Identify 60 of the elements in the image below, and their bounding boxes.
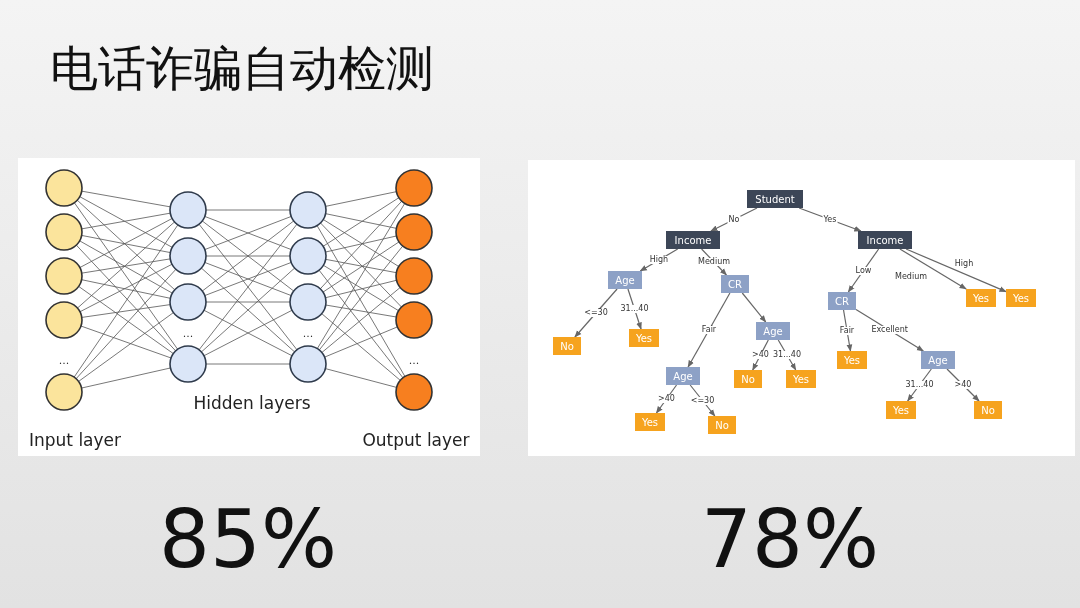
decision-node: Age: [608, 271, 642, 289]
accuracy-value: 78%: [701, 500, 879, 580]
decision-node: Income: [666, 231, 720, 249]
edge-label: Yes: [822, 215, 838, 224]
edge-label: 31...40: [772, 351, 802, 359]
leaf-node: Yes: [966, 289, 996, 307]
edge-label: High: [953, 260, 975, 269]
edge-label: High: [648, 256, 670, 264]
arrow: [741, 292, 767, 323]
slide-title: 电话诈骗自动检测: [50, 42, 434, 95]
layer-label: Hidden layers: [193, 394, 311, 412]
leaf-node: Yes: [635, 413, 665, 431]
decision-node: Age: [756, 322, 790, 340]
edge-label: 31...40: [619, 305, 650, 313]
layer-label: Input layer: [28, 431, 122, 449]
edge-label: Low: [854, 266, 873, 275]
leaf-node: No: [553, 337, 581, 355]
arrow: [899, 248, 967, 290]
arrow: [687, 292, 731, 368]
layer-label: Output layer: [362, 431, 470, 449]
edge-label: >40: [751, 351, 770, 359]
leaf-node: No: [734, 370, 762, 388]
edge-label: No: [727, 215, 741, 224]
leaf-node: Yes: [786, 370, 816, 388]
leaf-node: Yes: [886, 401, 916, 419]
edge-label: 31...40: [904, 381, 935, 389]
arrow: [842, 309, 853, 352]
decision-node: CR: [828, 292, 856, 310]
edge-label: >40: [657, 395, 676, 403]
decision-node: Age: [666, 367, 700, 385]
edge-label: Excellent: [870, 326, 909, 335]
arrow: [752, 339, 769, 371]
accuracy-value: 85%: [159, 500, 337, 580]
edge-label: Fair: [838, 326, 856, 335]
leaf-node: No: [974, 401, 1002, 419]
ellipsis-text: ...: [182, 327, 194, 339]
decision-node: CR: [721, 275, 749, 293]
edge-label: Medium: [894, 273, 928, 281]
ellipsis-text: ...: [302, 327, 314, 339]
decision-node: Student: [747, 190, 803, 208]
edge-label: <=30: [583, 309, 609, 317]
leaf-node: No: [708, 416, 736, 434]
arrow: [777, 339, 797, 371]
decision-node: Income: [858, 231, 912, 249]
ellipsis-text: ...: [58, 354, 70, 366]
leaf-node: Yes: [1006, 289, 1036, 307]
decision-node: Age: [921, 351, 955, 369]
leaf-node: Yes: [837, 351, 867, 369]
arrow: [574, 288, 618, 338]
arrow: [701, 248, 727, 276]
leaf-node: Yes: [629, 329, 659, 347]
edge-label: Medium: [697, 258, 731, 266]
edge-label: <=30: [689, 396, 716, 405]
arrow: [655, 384, 678, 414]
arrow: [905, 248, 1007, 293]
edge-label: >40: [953, 381, 973, 389]
arrow: [946, 368, 980, 402]
edge-label: Fair: [700, 326, 718, 334]
arrow: [907, 368, 932, 402]
ellipsis-text: ...: [408, 354, 420, 366]
